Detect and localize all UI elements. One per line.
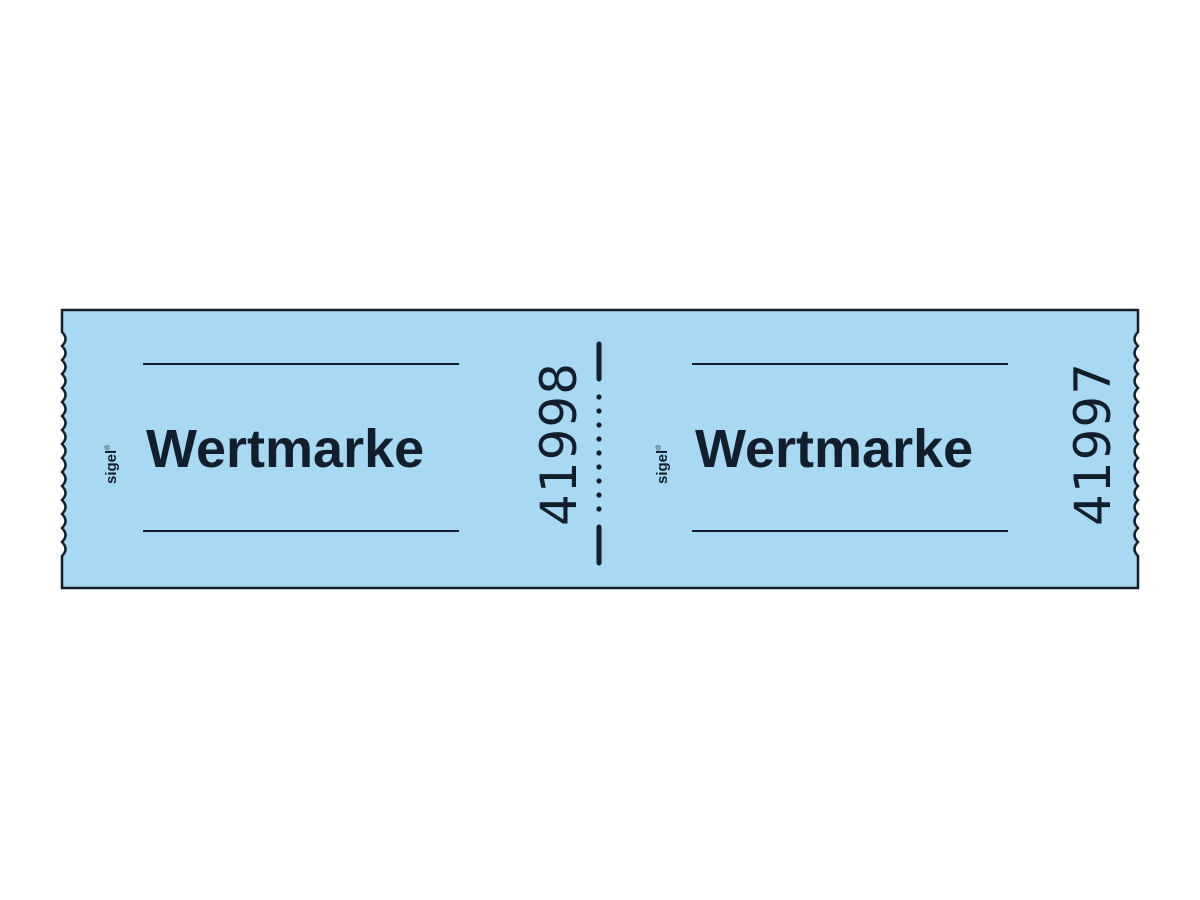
ticket-2-serial-number: 41997 xyxy=(1064,361,1122,526)
ticket-1-serial-number: 41998 xyxy=(530,361,588,526)
perforation-dot xyxy=(596,408,602,414)
perforation-dot xyxy=(596,450,602,456)
perforation-dot xyxy=(596,506,602,512)
ticket-1-title: Wertmarke xyxy=(146,419,425,479)
perforation-dot xyxy=(596,464,602,470)
perforation-dot xyxy=(596,492,602,498)
registered-mark: ® xyxy=(105,444,112,450)
registered-mark: ® xyxy=(656,444,663,450)
perforation-dot xyxy=(596,478,602,484)
ticket-2-brand-text: sigel xyxy=(654,449,671,484)
ticket-strip-outline xyxy=(60,308,1140,590)
ticket-1-brand-text: sigel xyxy=(103,449,120,484)
ticket-2-brand-logo: sigel® xyxy=(651,444,671,484)
perforation-dot xyxy=(596,422,602,428)
ticket-1-brand-logo: sigel® xyxy=(100,444,120,484)
perforation-dot xyxy=(596,394,602,400)
perforation-dot xyxy=(596,436,602,442)
perforation-line xyxy=(596,341,602,566)
ticket-2-title: Wertmarke xyxy=(695,419,974,479)
